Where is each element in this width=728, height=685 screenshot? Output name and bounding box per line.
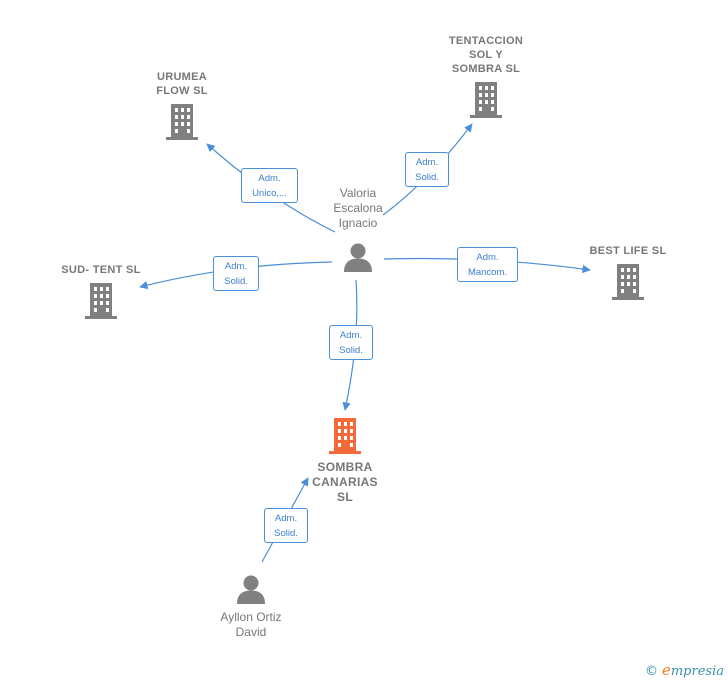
edge-label-tentaccion: Adm. Solid. bbox=[405, 152, 449, 187]
brand-footer[interactable]: ©empresia bbox=[645, 661, 724, 679]
edge-label-ayllon: Adm. Solid. bbox=[264, 508, 308, 543]
brand-name: mpresia bbox=[670, 664, 724, 679]
node-label: SUD- TENT SL bbox=[61, 264, 141, 276]
node-sombra-canarias[interactable]: SOMBRA CANARIAS SL bbox=[300, 418, 390, 505]
node-label: Ayllon Ortiz David bbox=[220, 610, 282, 639]
person-icon bbox=[344, 243, 372, 272]
node-label: SOMBRA CANARIAS SL bbox=[312, 460, 378, 504]
edge-label-urumea: Adm. Unico,... bbox=[241, 168, 298, 203]
node-label: TENTACCION SOL Y SOMBRA SL bbox=[448, 35, 524, 75]
edge-label-bestlife: Adm. Mancom. bbox=[457, 247, 518, 282]
node-sud-tent[interactable]: SUD- TENT SL bbox=[54, 263, 148, 319]
building-icon bbox=[470, 82, 502, 118]
node-label: BEST LIFE SL bbox=[589, 245, 667, 257]
node-label: Valoria Escalona Ignacio bbox=[333, 186, 383, 230]
copyright-icon: © bbox=[644, 664, 658, 679]
node-ayllon-ortiz[interactable]: Ayllon Ortiz David bbox=[206, 574, 296, 640]
building-icon-highlighted bbox=[329, 418, 361, 454]
node-valoria-escalona[interactable]: Valoria Escalona Ignacio bbox=[318, 186, 398, 274]
node-best-life[interactable]: BEST LIFE SL bbox=[583, 244, 673, 300]
building-icon bbox=[166, 104, 198, 140]
node-label: URUMEA FLOW SL bbox=[156, 71, 208, 97]
node-tentaccion[interactable]: TENTACCION SOL Y SOMBRA SL bbox=[438, 34, 534, 118]
node-urumea-flow[interactable]: URUMEA FLOW SL bbox=[140, 70, 224, 140]
edge-label-sudtent: Adm. Solid. bbox=[213, 256, 259, 291]
brand-initial: e bbox=[661, 661, 671, 679]
person-icon bbox=[237, 575, 265, 604]
edge-label-sombra: Adm. Solid. bbox=[329, 325, 373, 360]
building-icon bbox=[85, 283, 117, 319]
building-icon bbox=[612, 264, 644, 300]
